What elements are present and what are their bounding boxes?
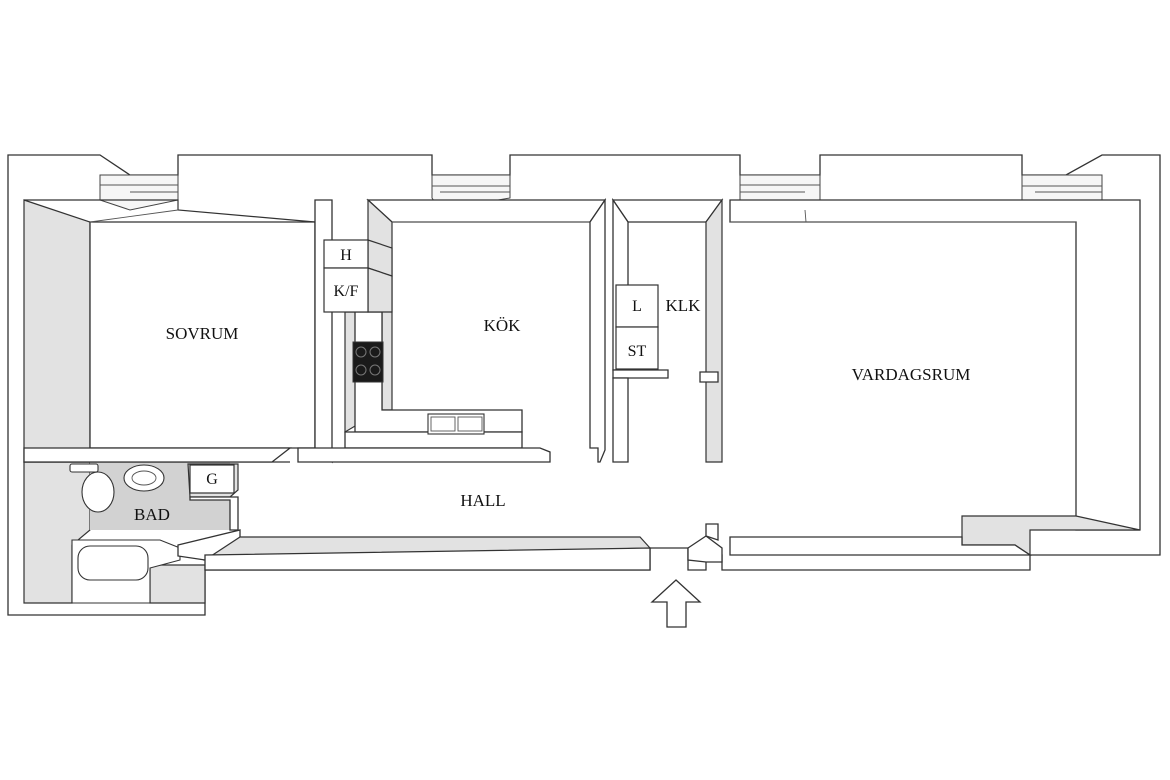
room-hall bbox=[202, 523, 723, 571]
label-st: ST bbox=[628, 343, 647, 360]
room-kok bbox=[297, 197, 607, 463]
room-vardagsrum bbox=[729, 199, 1141, 557]
room-sovrum bbox=[23, 199, 333, 464]
label-h: H bbox=[340, 247, 352, 264]
washbasin-icon bbox=[123, 464, 165, 492]
stove-icon bbox=[352, 341, 384, 383]
room-klk bbox=[611, 197, 724, 463]
kitchen-counter bbox=[344, 311, 523, 449]
kitchen-sink-icon bbox=[427, 413, 485, 435]
label-vardagsrum: VARDAGSRUM bbox=[852, 365, 971, 384]
label-bad: BAD bbox=[134, 505, 170, 524]
label-hall: HALL bbox=[460, 491, 505, 510]
label-g: G bbox=[206, 471, 218, 488]
room-bad bbox=[23, 447, 292, 604]
label-klk: KLK bbox=[666, 296, 702, 315]
toilet-icon bbox=[69, 463, 115, 513]
bathtub-icon bbox=[71, 539, 181, 604]
label-kok: KÖK bbox=[484, 316, 522, 335]
up-arrow-icon bbox=[650, 579, 702, 628]
label-kf: K/F bbox=[334, 283, 359, 300]
label-l: L bbox=[632, 298, 642, 315]
label-sovrum: SOVRUM bbox=[166, 324, 239, 343]
